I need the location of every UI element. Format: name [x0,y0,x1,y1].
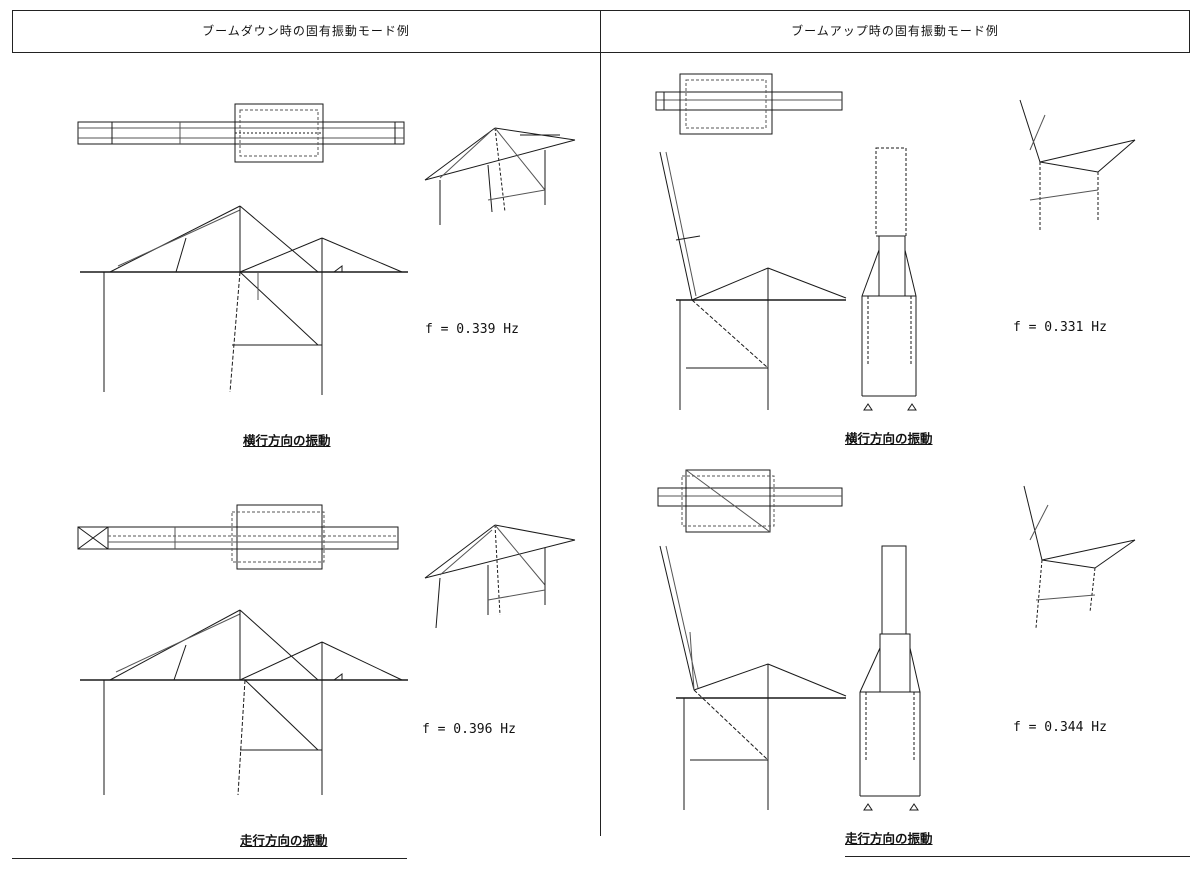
right-mode2-iso-view [1024,486,1135,628]
left-mode2-side-view [80,610,408,795]
bottom-border-left [12,858,407,859]
right-mode2-side-view [660,546,846,810]
left-panel-title: ブームダウン時の固有振動モード例 [202,24,410,38]
left-mode2-caption: 走行方向の振動 [240,833,328,848]
header-bottom-border [12,52,1190,53]
left-mode2-iso-view [425,525,575,628]
left-mode1-caption: 横行方向の振動 [243,433,331,448]
right-mode2-plan-view [658,470,842,532]
right-mode2-end-view [860,546,920,810]
right-panel-title: ブームアップ時の固有振動モード例 [791,24,999,38]
left-mode1-frequency: f = 0.339 Hz [425,322,519,337]
right-mode2-caption: 走行方向の振動 [845,831,933,846]
header-top-border [12,10,1190,11]
right-panel-border [1189,10,1190,52]
left-mode2-plan-view [78,505,398,569]
right-mode1-end-view [862,148,916,410]
right-mode1-side-view [660,152,846,410]
right-mode1-frequency: f = 0.331 Hz [1013,320,1107,335]
left-panel-border [12,10,13,52]
left-mode1-iso-view [425,128,575,225]
left-mode1-side-view [80,206,408,395]
left-mode2-frequency: f = 0.396 Hz [422,722,516,737]
right-mode2-frequency: f = 0.344 Hz [1013,720,1107,735]
right-mode1-caption: 横行方向の振動 [845,431,933,446]
bottom-border-right [845,856,1190,857]
panel-divider [600,10,601,836]
right-mode1-plan-view [656,74,842,134]
right-mode1-iso-view [1020,100,1135,232]
left-mode1-plan-view [78,104,404,162]
